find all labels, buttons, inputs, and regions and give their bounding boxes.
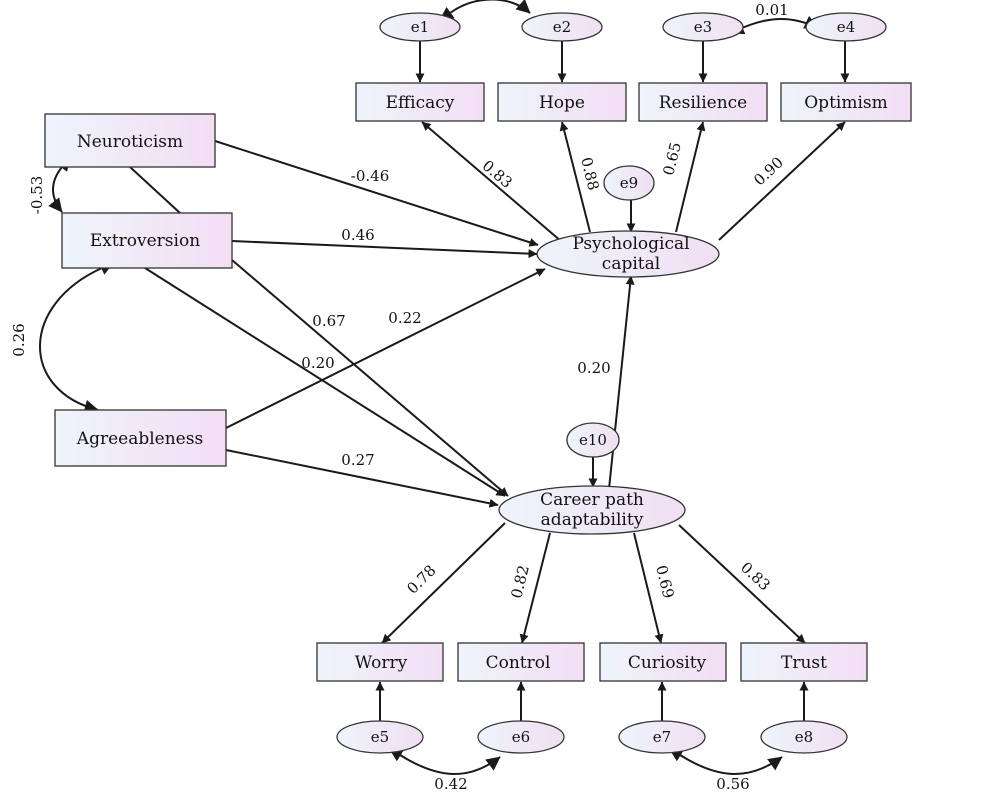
- node-label: Resilience: [659, 93, 748, 113]
- error-e4: e4: [805, 12, 887, 42]
- coef-e7-e8: 0.56: [716, 775, 749, 793]
- path-psycap-efficacy: [421, 121, 563, 243]
- node-extroversion: Extroversion: [61, 212, 233, 269]
- node-worry: Worry: [316, 642, 444, 682]
- latent-variables: Psychological capital Career path adapta…: [498, 230, 720, 535]
- node-label: Worry: [355, 653, 408, 673]
- error-e6: e6: [477, 720, 565, 754]
- node-label: Hope: [539, 93, 585, 113]
- error-label: e8: [795, 728, 813, 746]
- path-cpa-curiosity: [633, 532, 664, 644]
- coef-extro-cpa-20: 0.20: [301, 354, 334, 372]
- path-agree-cpa: [225, 449, 499, 508]
- error-e8: e8: [760, 720, 848, 754]
- node-label: Neuroticism: [77, 132, 183, 152]
- path-agree-psycap: [225, 268, 546, 429]
- coef-extro-psycap: 0.46: [341, 226, 374, 244]
- error-label: e1: [411, 18, 429, 36]
- error-label: e6: [512, 728, 530, 746]
- coef-neuro-extro: -0.53: [28, 176, 46, 214]
- coef-e5-e6: 0.42: [434, 775, 467, 793]
- node-label-line1: Career path: [540, 490, 644, 510]
- cov-e1-e2: [439, 0, 531, 21]
- coef-extro-agree: 0.26: [10, 323, 28, 356]
- coef-psycap-hope: 0.88: [577, 155, 603, 192]
- node-career-path-adaptability: Career path adaptability: [498, 485, 686, 535]
- node-resilience: Resilience: [638, 82, 768, 122]
- node-label: Agreeableness: [76, 429, 203, 449]
- node-neuroticism: Neuroticism: [44, 113, 216, 168]
- error-label: e4: [837, 18, 855, 36]
- error-e3: e3: [662, 12, 744, 42]
- error-label: e9: [620, 174, 638, 192]
- node-label: Extroversion: [90, 231, 200, 251]
- error-label: e7: [653, 728, 671, 746]
- path-cpa-control: [519, 532, 551, 644]
- error-e2: e2: [521, 12, 603, 42]
- structural-paths: [39, 0, 850, 775]
- coef-cpa-psycap: 0.20: [577, 359, 610, 377]
- node-psychological-capital: Psychological capital: [536, 230, 720, 278]
- coef-psycap-optimism: 0.90: [750, 153, 787, 189]
- error-e9: e9: [603, 165, 655, 201]
- node-label: Optimism: [804, 93, 888, 113]
- coef-e3-e4: 0.01: [755, 1, 788, 19]
- coef-agree-psycap: 0.22: [388, 309, 421, 327]
- node-label: Efficacy: [386, 93, 455, 113]
- coef-cpa-curiosity: 0.69: [652, 563, 678, 600]
- node-efficacy: Efficacy: [355, 82, 485, 122]
- node-agreeableness: Agreeableness: [54, 409, 227, 467]
- error-e7: e7: [618, 720, 706, 754]
- path-neuro-extro-line: [129, 166, 181, 214]
- node-optimism: Optimism: [780, 82, 912, 122]
- coef-neuro-psycap: -0.46: [351, 167, 389, 185]
- coef-cpa-trust: 0.83: [737, 558, 774, 594]
- node-label-line2: capital: [602, 254, 660, 274]
- coef-agree-cpa: 0.27: [341, 451, 374, 469]
- node-hope: Hope: [497, 82, 627, 122]
- observed-variables: Efficacy Hope Resilience Optimism Neurot…: [44, 82, 912, 682]
- node-label-line2: adaptability: [541, 510, 644, 530]
- cov-e7-e8: [668, 747, 783, 775]
- path-psycap-hope: [559, 121, 591, 233]
- path-psycap-resilience: [675, 121, 706, 233]
- cov-neuro-extro: [48, 156, 71, 213]
- path-cpa-psycap: [608, 275, 635, 490]
- error-label: e10: [579, 431, 607, 449]
- cov-extro-agree: [39, 261, 115, 414]
- node-trust: Trust: [740, 642, 868, 682]
- node-label-line1: Psychological: [572, 234, 689, 254]
- path-cpa-trust: [678, 524, 806, 644]
- coef-extro-cpa-67: 0.67: [312, 312, 345, 330]
- error-label: e5: [371, 728, 389, 746]
- coef-cpa-control: 0.82: [507, 563, 533, 600]
- node-curiosity: Curiosity: [599, 642, 727, 682]
- error-label: e2: [553, 18, 571, 36]
- error-e1: e1: [379, 12, 461, 42]
- error-terms: e1 e2 e3 e4 e9 e10 e5 e6: [336, 12, 887, 754]
- error-e5: e5: [336, 720, 424, 754]
- path-extro-psycap: [231, 240, 538, 259]
- path-neuro-psycap: [214, 140, 539, 247]
- node-label: Trust: [781, 653, 827, 673]
- cov-e5-e6: [388, 747, 501, 775]
- path-extro-cpa-a: [231, 259, 509, 497]
- node-label: Curiosity: [628, 653, 707, 673]
- error-label: e3: [694, 18, 712, 36]
- path-extro-cpa-b: [144, 267, 506, 497]
- path-cpa-worry: [381, 522, 506, 644]
- path-psycap-optimism: [718, 121, 846, 241]
- error-e10: e10: [566, 422, 620, 458]
- node-label: Control: [486, 653, 551, 673]
- node-control: Control: [457, 642, 585, 682]
- coef-psycap-resilience: 0.65: [659, 140, 685, 177]
